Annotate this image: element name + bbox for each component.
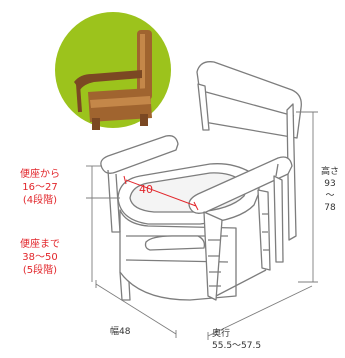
seat-range: 38～50 xyxy=(22,252,58,263)
width-label: 幅48 xyxy=(110,327,131,337)
raise-title: 便座から xyxy=(20,169,60,180)
raise-range: 16～27 xyxy=(22,182,58,193)
seat-steps: (5段階) xyxy=(22,265,58,276)
height-sep: ～ xyxy=(325,191,335,201)
left-armrest xyxy=(100,135,179,174)
height-title: 高さ xyxy=(320,167,339,177)
depth-title: 奥行 xyxy=(212,329,231,339)
depth-label: 奥行 55.5～57.5 xyxy=(212,328,261,352)
seat-title: 便座まで xyxy=(20,239,60,250)
raise-range-label: 便座から 16～27 (4段階) xyxy=(6,168,74,207)
backrest xyxy=(196,61,302,139)
commode-chair-drawing xyxy=(100,61,302,301)
height-bottom: 78 xyxy=(324,203,336,213)
depth-range: 55.5～57.5 xyxy=(212,341,262,351)
seat-range-label: 便座まで 38～50 (5段階) xyxy=(6,238,74,277)
height-label: 高さ 93 ～ 78 xyxy=(316,166,344,214)
raise-steps: (4段階) xyxy=(22,195,58,206)
dimension-lines xyxy=(86,111,318,340)
height-top: 93 xyxy=(324,179,336,189)
armrest-gap-dimension xyxy=(123,175,199,211)
right-armrest xyxy=(188,156,293,214)
inset-chair-illustration xyxy=(55,12,171,130)
armrest-gap-label: 40 xyxy=(139,183,153,196)
